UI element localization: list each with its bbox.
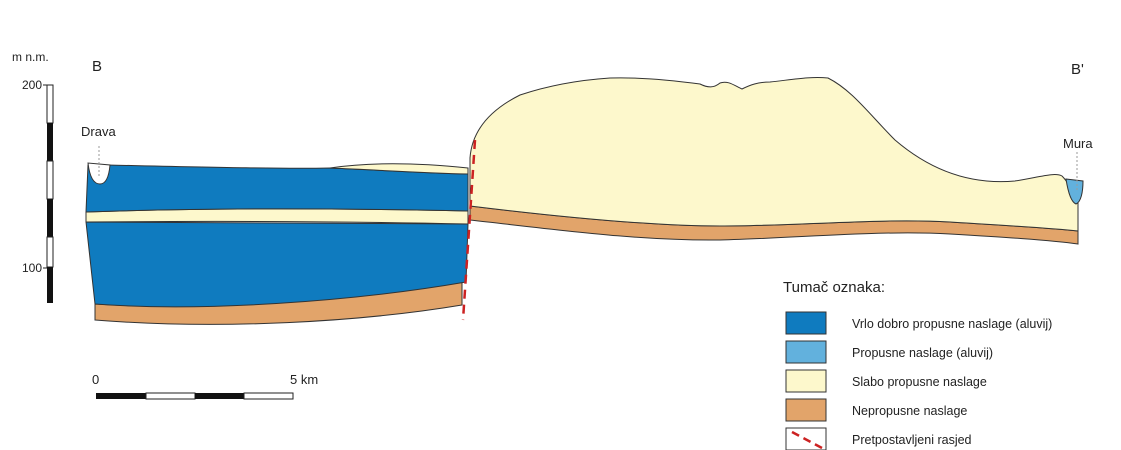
elevation-bar-seg-3	[47, 161, 53, 199]
scalebar-seg-2	[146, 393, 195, 399]
legend-label-weakly-permeable: Slabo propusne naslage	[852, 375, 987, 389]
legend: Tumač oznaka: Vrlo dobro propusne naslag…	[783, 279, 1052, 450]
legend-swatch-permeable	[786, 341, 826, 363]
elevation-bar-seg-6	[47, 267, 53, 303]
left-interlayer	[86, 209, 468, 224]
legend-label-permeable: Propusne naslage (aluvij)	[852, 346, 993, 360]
profile-end-label: B'	[1071, 61, 1084, 78]
legend-title: Tumač oznaka:	[783, 279, 885, 296]
elevation-bar-seg-4	[47, 199, 53, 237]
legend-label-impermeable: Nepropusne naslage	[852, 404, 967, 418]
profile-start-label: B	[92, 58, 102, 75]
right-block: Mura	[470, 77, 1093, 244]
left-block: Drava	[81, 124, 468, 324]
elevation-bar-seg-5	[47, 237, 53, 267]
scalebar-start-label: 0	[92, 372, 99, 387]
elevation-bar-seg-2	[47, 123, 53, 161]
elevation-tick-200: 200	[22, 78, 42, 92]
scalebar-seg-1	[96, 393, 146, 399]
scalebar-seg-4	[244, 393, 293, 399]
river-drava-label: Drava	[81, 124, 116, 139]
legend-label-very-permeable: Vrlo dobro propusne naslage (aluvij)	[852, 317, 1052, 331]
right-hill-body	[470, 77, 1078, 231]
horizontal-scalebar: 0 5 km	[92, 372, 318, 399]
elevation-bar-seg-1	[47, 85, 53, 123]
legend-label-fault: Pretpostavljeni rasjed	[852, 433, 972, 447]
river-mura-label: Mura	[1063, 136, 1093, 151]
legend-swatch-weakly-permeable	[786, 370, 826, 392]
elevation-unit-label: m n.m.	[12, 50, 49, 64]
elevation-tick-100: 100	[22, 261, 42, 275]
legend-swatch-very-permeable	[786, 312, 826, 334]
scalebar-end-label: 5 km	[290, 372, 318, 387]
elevation-scale: m n.m. 200 100	[12, 50, 53, 303]
legend-swatch-impermeable	[786, 399, 826, 421]
scalebar-seg-3	[195, 393, 244, 399]
